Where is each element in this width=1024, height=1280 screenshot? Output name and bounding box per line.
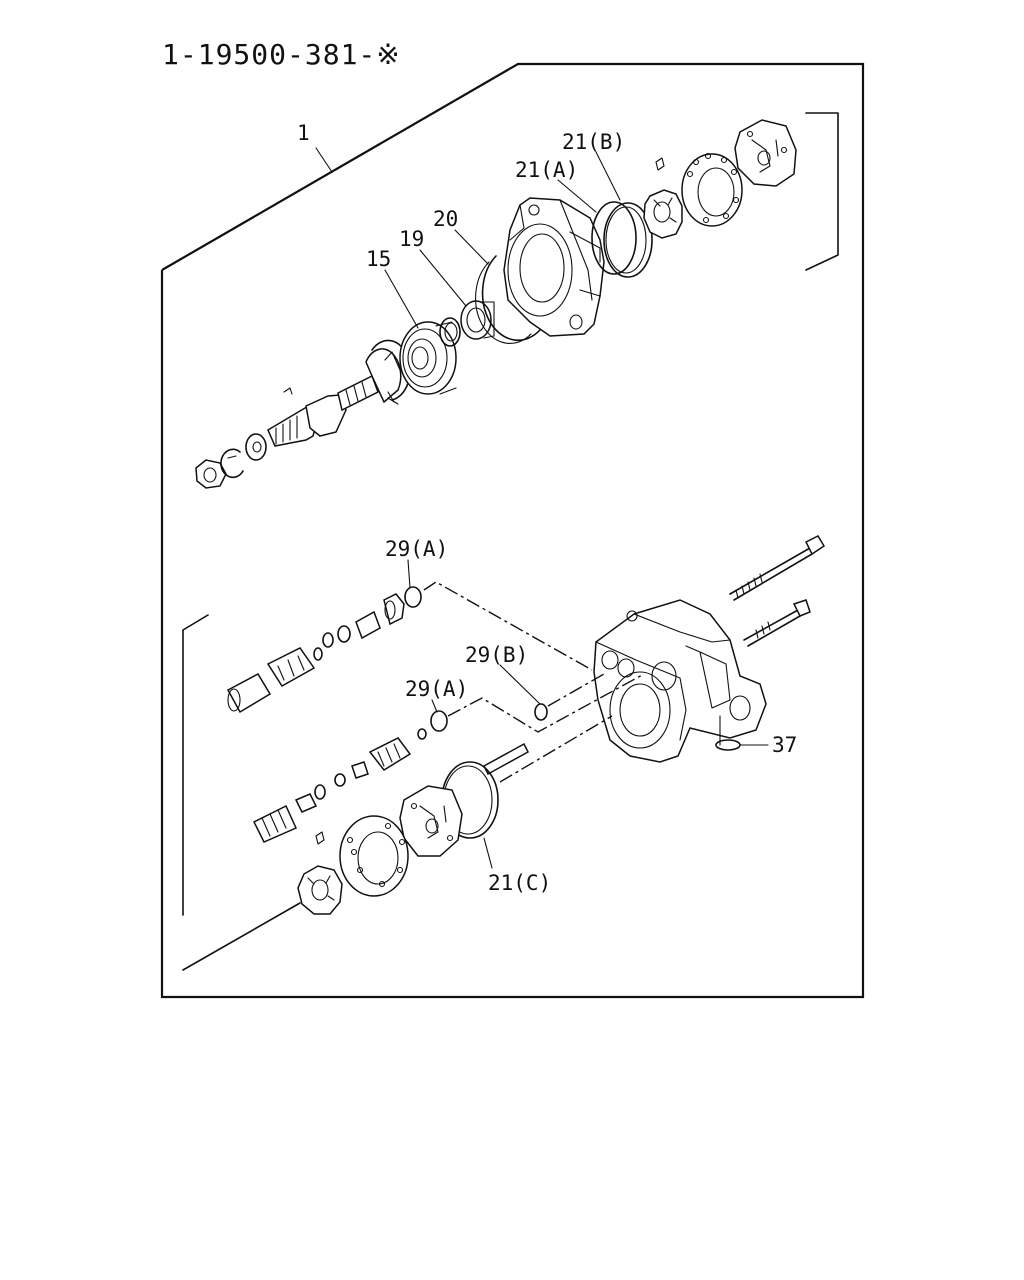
callout-29a-mid: 29(A): [405, 677, 468, 701]
o-ring-29a-mid: [430, 710, 448, 732]
o-ring-21a: [591, 201, 637, 275]
drive-shaft: [267, 348, 402, 447]
shaft-nut: [195, 459, 227, 489]
callout-1: 1: [297, 121, 310, 145]
callout-19: 19: [399, 227, 424, 251]
retaining-ring-19: [439, 317, 461, 347]
callout-15: 15: [366, 247, 391, 271]
callout-21c: 21(C): [488, 871, 551, 895]
side-plate-upper: [734, 119, 797, 187]
valve-spool-upper: [226, 593, 405, 714]
callout-labels: 1 15 19 20 21(A) 21(B) 29(A) 29(B) 29(A)…: [297, 121, 797, 895]
assembly-frame: [160, 62, 865, 999]
valve-spool-lower: [252, 728, 427, 843]
callout-29b: 29(B): [465, 643, 528, 667]
ball-bearing-15: [399, 321, 457, 395]
cam-ring-upper: [681, 152, 743, 227]
o-ring-21b: [603, 202, 653, 278]
cam-ring-lower: [339, 815, 409, 897]
lock-washer: [220, 448, 244, 479]
centerlines: [423, 581, 645, 783]
o-ring-20: [475, 255, 541, 344]
flat-washer: [245, 433, 267, 461]
leader-lines: [315, 147, 769, 869]
long-bolt-lower: [743, 599, 811, 647]
callout-29a-top: 29(A): [385, 537, 448, 561]
long-bolt-upper: [729, 535, 826, 601]
rotor-gear-lower: [297, 831, 343, 915]
o-ring-29b: [534, 703, 548, 721]
callout-37: 37: [772, 733, 797, 757]
o-ring-29a-top: [404, 586, 422, 608]
pump-body: [593, 599, 767, 763]
callout-21b: 21(B): [562, 130, 625, 154]
part-number-title: 1-19500-381-※: [162, 38, 401, 71]
front-housing: [503, 197, 605, 337]
side-plate-lower: [399, 785, 463, 857]
callout-20: 20: [433, 207, 458, 231]
dowel-pin: [483, 742, 529, 776]
callout-21a: 21(A): [515, 158, 578, 182]
rotor-gear: [643, 157, 683, 239]
